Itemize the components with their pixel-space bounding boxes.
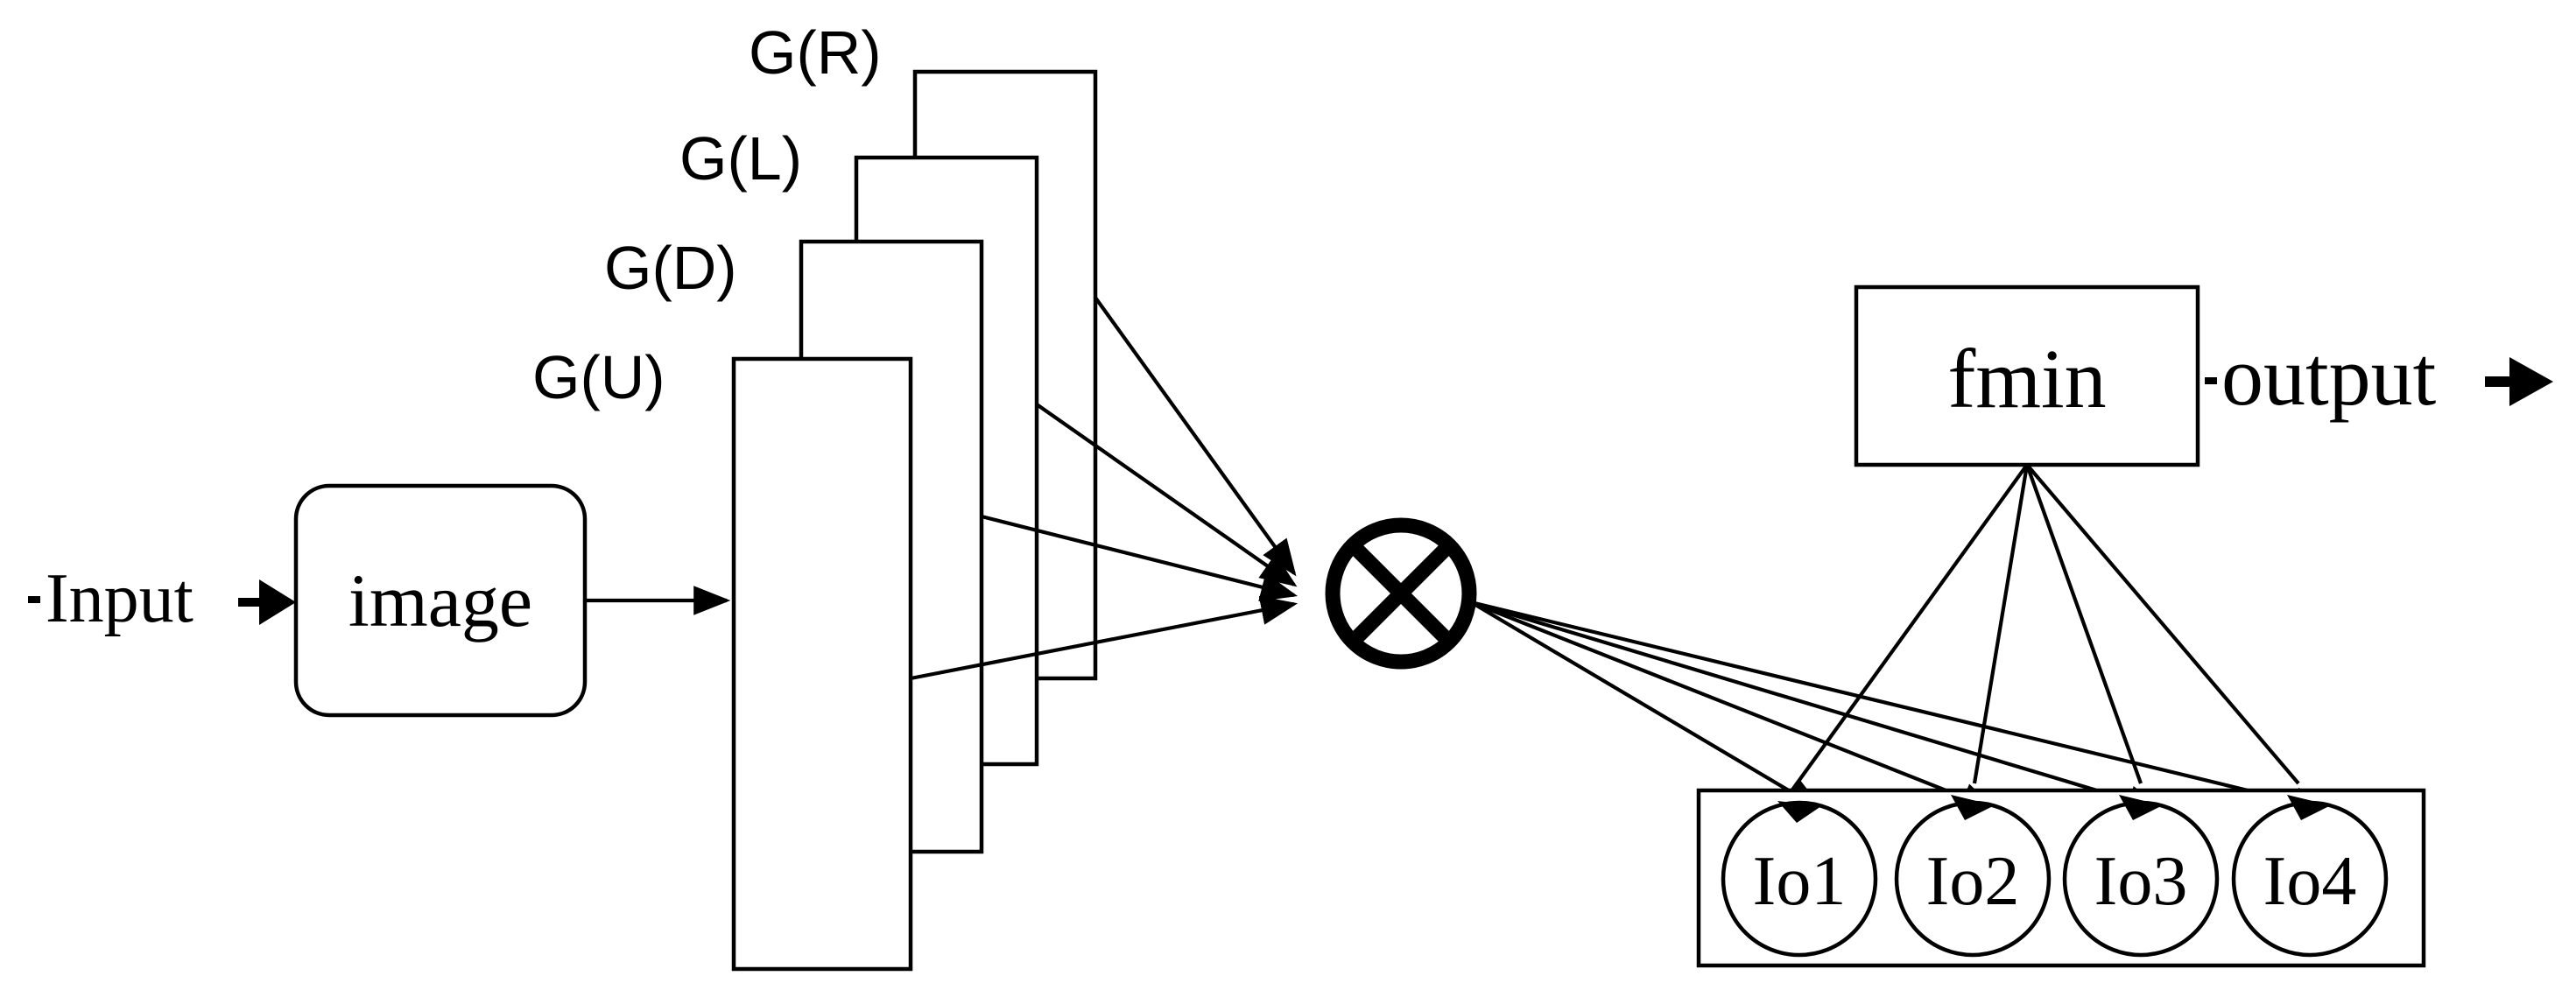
fmin-line-io4 [2025,463,2300,785]
fmin-label: fmin [1947,332,2106,425]
io-3: Io3 [2062,800,2220,958]
fmin-line-io3 [2025,464,2143,784]
multiply-operator-icon: ⊗ [1325,517,1477,670]
arrow-u [910,595,1299,681]
io1-circle [1721,800,1878,958]
operator-to-io-arrows [1469,600,2332,817]
arrow-d [981,514,1299,602]
input-node: Input [28,560,296,637]
io1-label: Io1 [1753,843,1847,920]
fmin-line-io2 [1972,464,2030,784]
io2-label: Io2 [1926,843,2020,920]
filter-u-label: G(U) [532,343,665,411]
arrow-to-io1 [1469,600,1825,812]
arrow-r [1094,296,1297,577]
io4-label: Io4 [2263,843,2357,920]
filter-l-label: G(L) [679,124,802,193]
output-node: output [2205,329,2553,423]
fmin-line-io1 [1789,463,2029,794]
filter-d-label: G(D) [604,234,737,302]
image-label: image [348,558,532,642]
fmin-node: fmin [1854,284,2200,467]
filter-stack [731,69,1098,972]
io3-label: Io3 [2094,843,2188,920]
filter-u-box [731,356,913,972]
filter-r-label: G(R) [749,18,882,87]
arrow-to-io4 [1470,600,2332,817]
output-label: output [2221,329,2437,423]
arrow-to-io2 [1470,600,1998,811]
fmin-to-io-lines [1789,463,2300,794]
arrow-to-io3 [1470,600,2165,815]
io-2: Io2 [1894,800,2052,958]
image-node: image [293,483,588,718]
input-label: Input [46,560,194,637]
io-arrowheads [1777,795,2331,823]
io-4: Io4 [2231,800,2389,958]
fmin-box [1854,284,2200,467]
io-1: Io1 [1721,800,1878,958]
arrow-l [1035,403,1298,587]
filter-to-operator-arrows [910,296,1299,681]
